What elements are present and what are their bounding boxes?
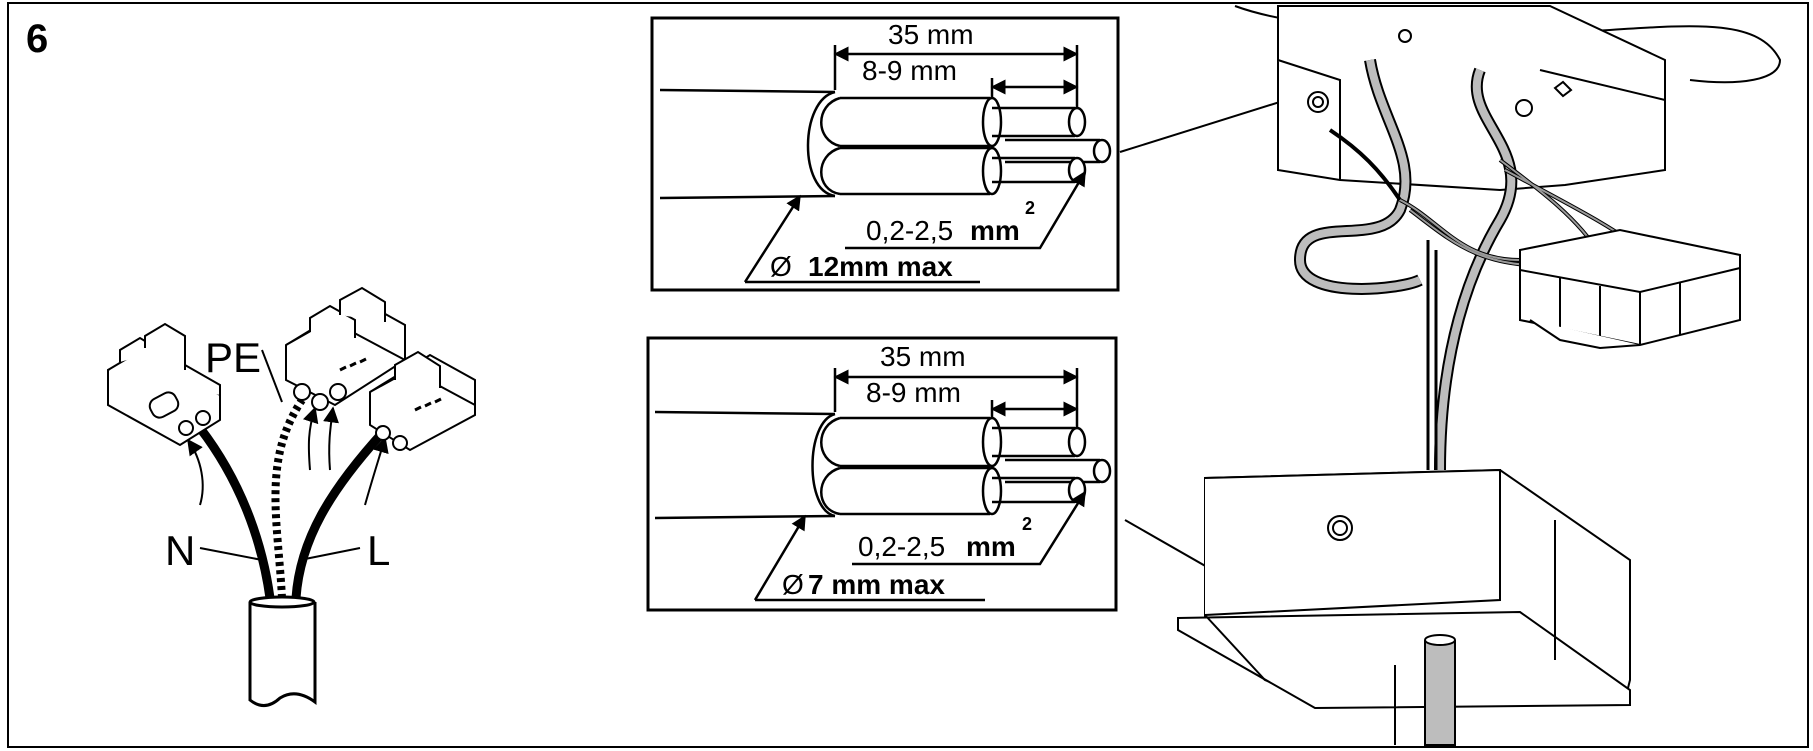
ceiling-mount-illustration: [1177, 5, 1782, 746]
connector-n: [107, 322, 221, 447]
live-wire: [291, 426, 389, 599]
outer-frame: [7, 2, 1809, 748]
bottom-wire-unit: mm: [966, 531, 1016, 562]
top-diameter-symbol: Ø: [770, 251, 792, 282]
bottom-wire-section: 0,2-2,5: [858, 531, 945, 562]
top-length-strip: 8-9 mm: [862, 55, 957, 86]
bottom-diameter-symbol: Ø: [782, 569, 804, 600]
connector-l: [369, 350, 476, 452]
cable-detail-top: 35 mm 8-9 mm 0,2-2,5 mm 2 Ø 12mm max: [650, 16, 1120, 292]
cable-detail-bottom: 35 mm 8-9 mm 0,2-2,5 mm 2 Ø 7 mm max: [646, 336, 1118, 612]
bottom-diameter-value: 7 mm max: [808, 569, 945, 600]
step-number: 6: [26, 17, 48, 61]
terminal-block: [1519, 228, 1741, 350]
top-length-total: 35 mm: [888, 19, 974, 50]
l-label: L: [367, 527, 390, 574]
pe-label: PE: [205, 334, 261, 381]
cable-sheath: [248, 602, 317, 707]
earth-wire: [271, 397, 306, 599]
top-wire-section: 0,2-2,5: [866, 215, 953, 246]
top-diameter-value: 12mm max: [808, 251, 953, 282]
connector-wiring-illustration: [107, 286, 476, 707]
n-label: N: [165, 527, 195, 574]
bottom-length-total: 35 mm: [880, 341, 966, 372]
top-wire-exp: 2: [1025, 198, 1035, 218]
connector-pe: [285, 286, 406, 411]
bottom-length-strip: 8-9 mm: [866, 377, 961, 408]
neutral-wire: [196, 425, 275, 599]
bottom-wire-exp: 2: [1022, 514, 1032, 534]
junction-box: [1177, 468, 1631, 710]
top-wire-unit: mm: [970, 215, 1020, 246]
mounting-bracket: [1277, 5, 1666, 192]
